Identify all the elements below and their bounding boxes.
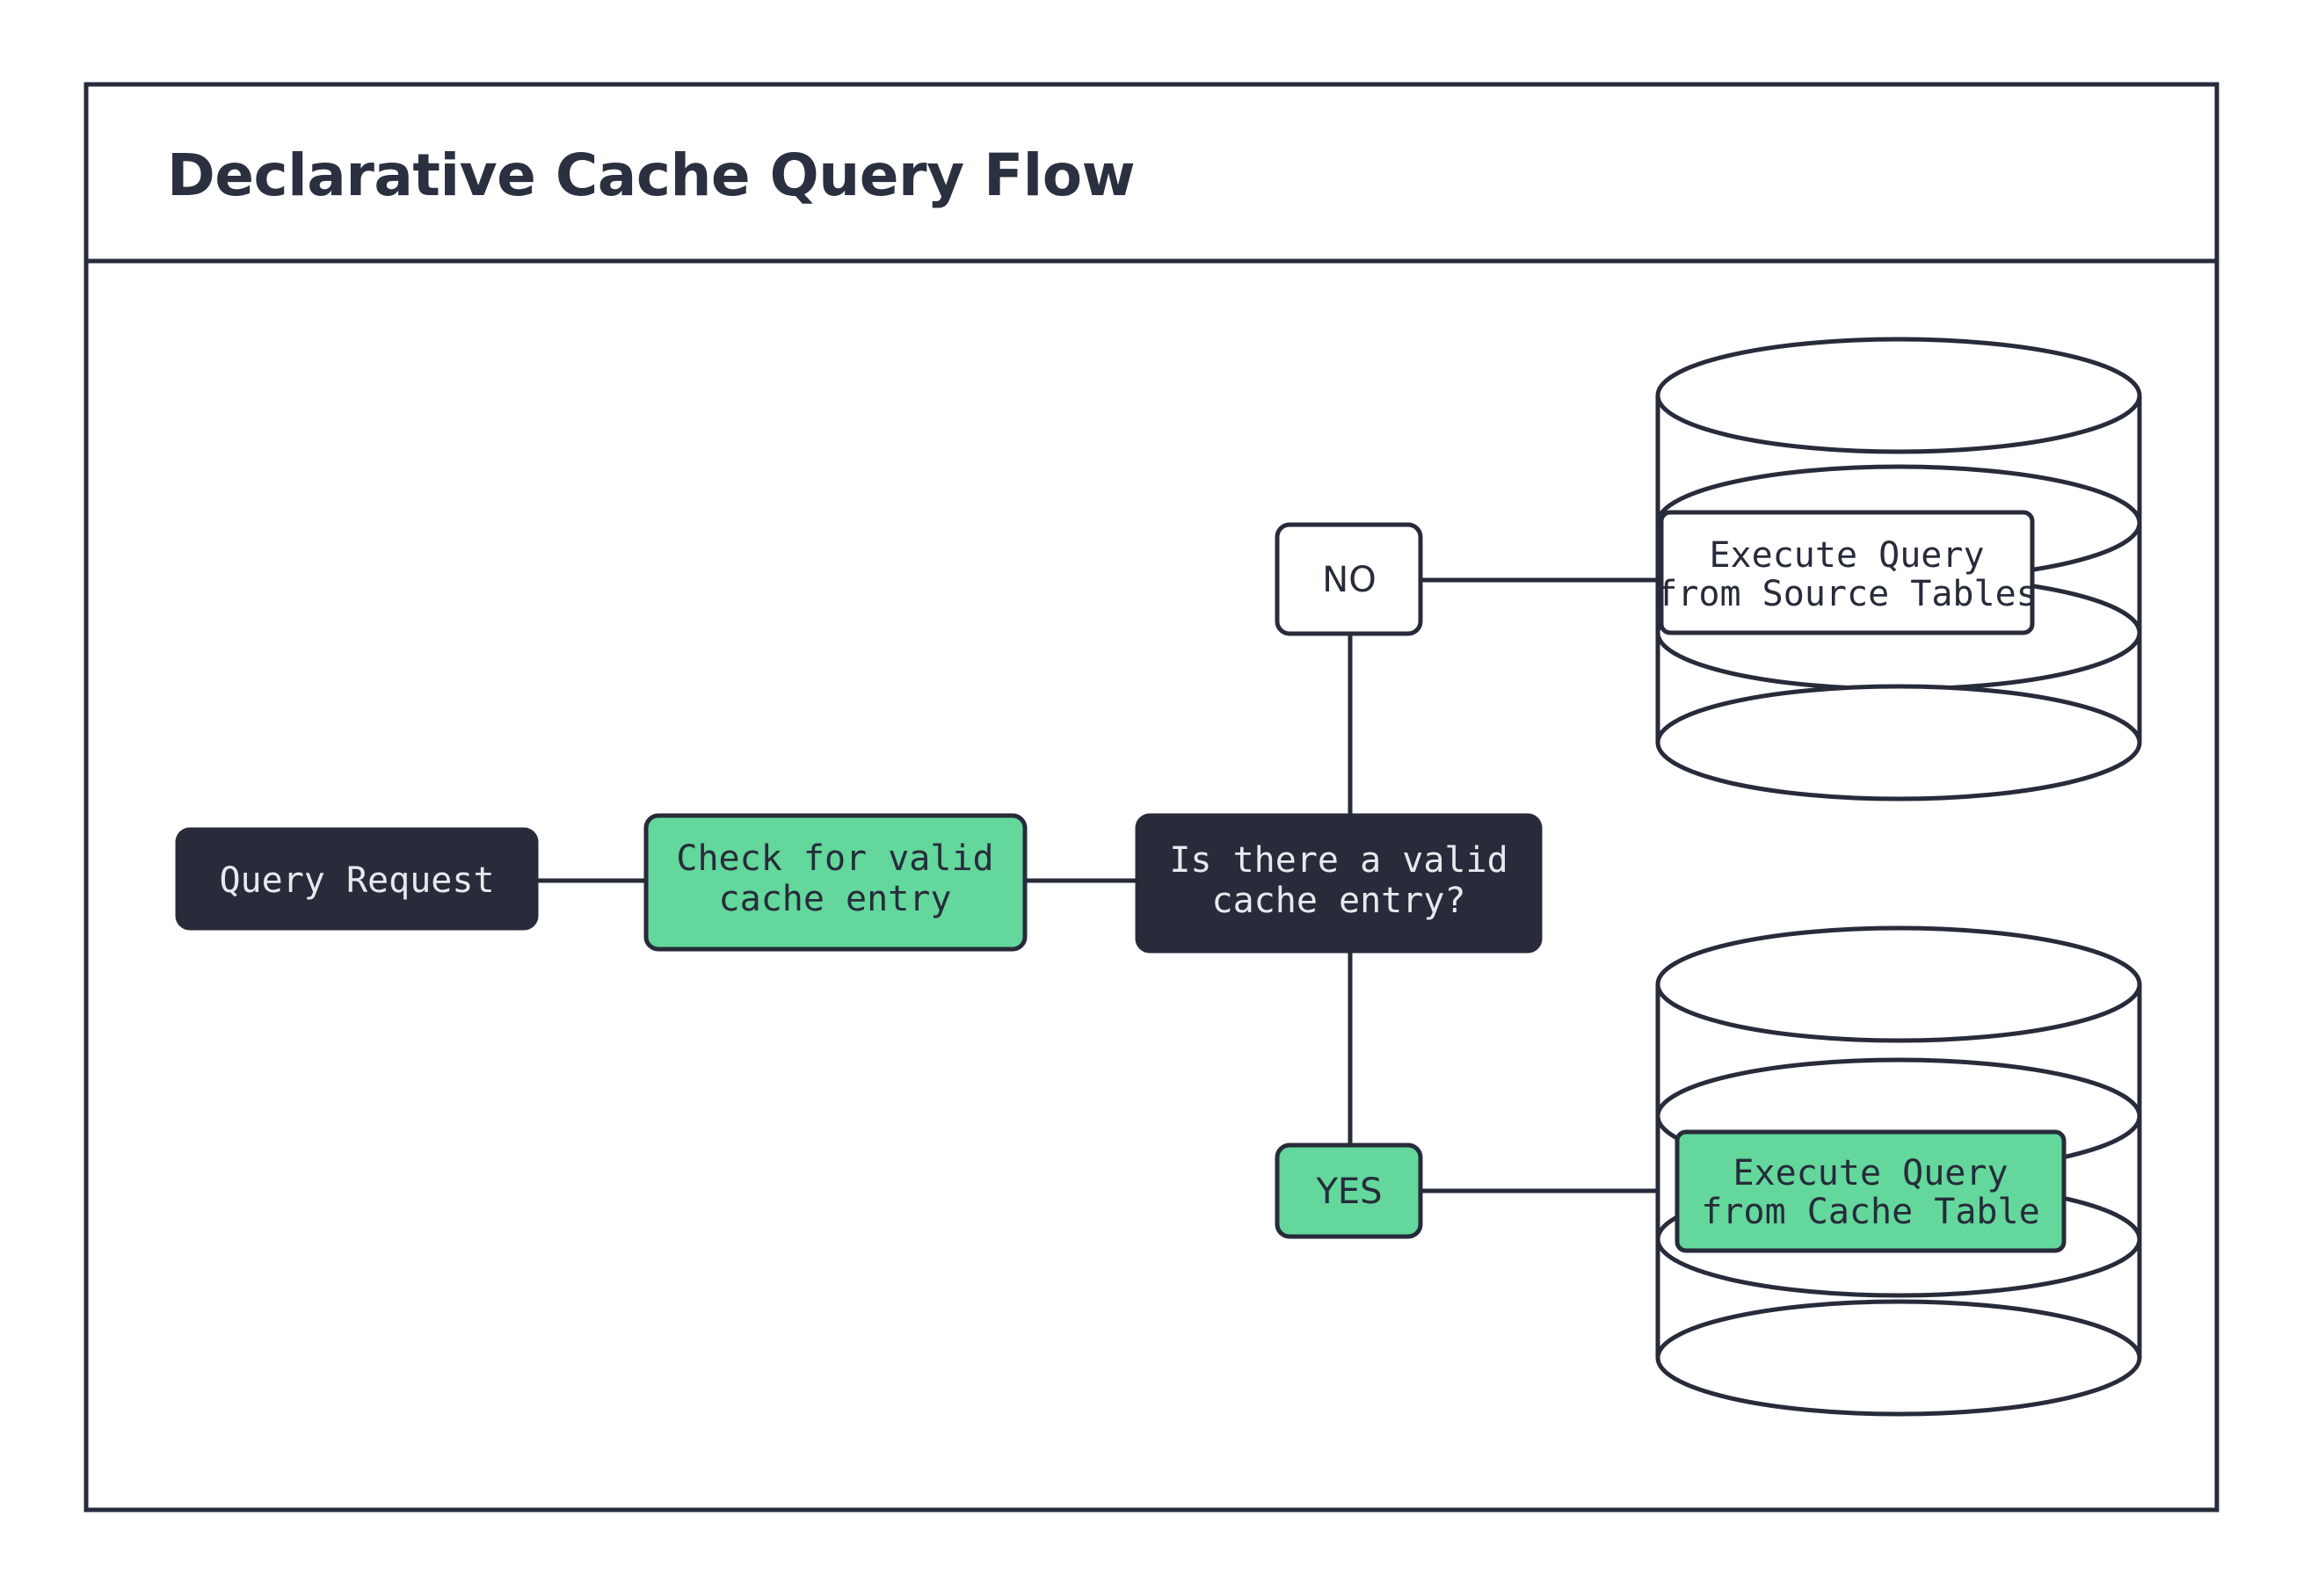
cache-table-line2: from Cache Table	[1701, 1192, 2039, 1232]
node-check-cache-entry[interactable]: Check for valid cache entry	[643, 813, 1028, 952]
cache-table-line1: Execute Query	[1733, 1153, 2008, 1193]
page-title: Declarative Cache Query Flow	[167, 141, 1135, 209]
node-decision-valid-cache[interactable]: Is there a valid cache entry?	[1135, 813, 1543, 954]
no-label-box[interactable]	[1275, 522, 1423, 636]
decision-box[interactable]	[1135, 813, 1543, 954]
source-tables-line2: from Source Tables	[1656, 574, 2037, 614]
edge-label-yes[interactable]: YES	[1275, 1143, 1423, 1239]
edge-label-no[interactable]: NO	[1275, 522, 1423, 636]
check-cache-box[interactable]	[643, 813, 1028, 952]
cache-db-disk-bottom	[1655, 1299, 2142, 1417]
no-label-text: NO	[1322, 560, 1376, 600]
node-execute-cache-table[interactable]: Execute Query from Cache Table	[1675, 1129, 2067, 1253]
query-request-box[interactable]	[175, 827, 539, 931]
query-request-label: Query Request	[219, 860, 494, 901]
decision-line2: cache entry?	[1212, 881, 1466, 921]
check-cache-line1: Check for valid	[676, 838, 993, 879]
yes-label-text: YES	[1315, 1172, 1382, 1212]
yes-label-box[interactable]	[1275, 1143, 1423, 1239]
diagram-frame	[84, 82, 2219, 1513]
node-query-request[interactable]: Query Request	[175, 827, 539, 931]
source-tables-box[interactable]	[1659, 510, 2035, 635]
source-db-disk-bottom	[1655, 684, 2142, 802]
cache-table-box[interactable]	[1675, 1129, 2067, 1253]
check-cache-line2: cache entry	[719, 879, 952, 919]
node-execute-source-tables[interactable]: Execute Query from Source Tables	[1656, 510, 2038, 635]
cache-db-disk-top	[1655, 925, 2142, 1043]
decision-line1: Is there a valid	[1169, 840, 1507, 881]
source-tables-line1: Execute Query	[1709, 535, 1984, 576]
source-db-disk-top	[1655, 337, 2142, 454]
